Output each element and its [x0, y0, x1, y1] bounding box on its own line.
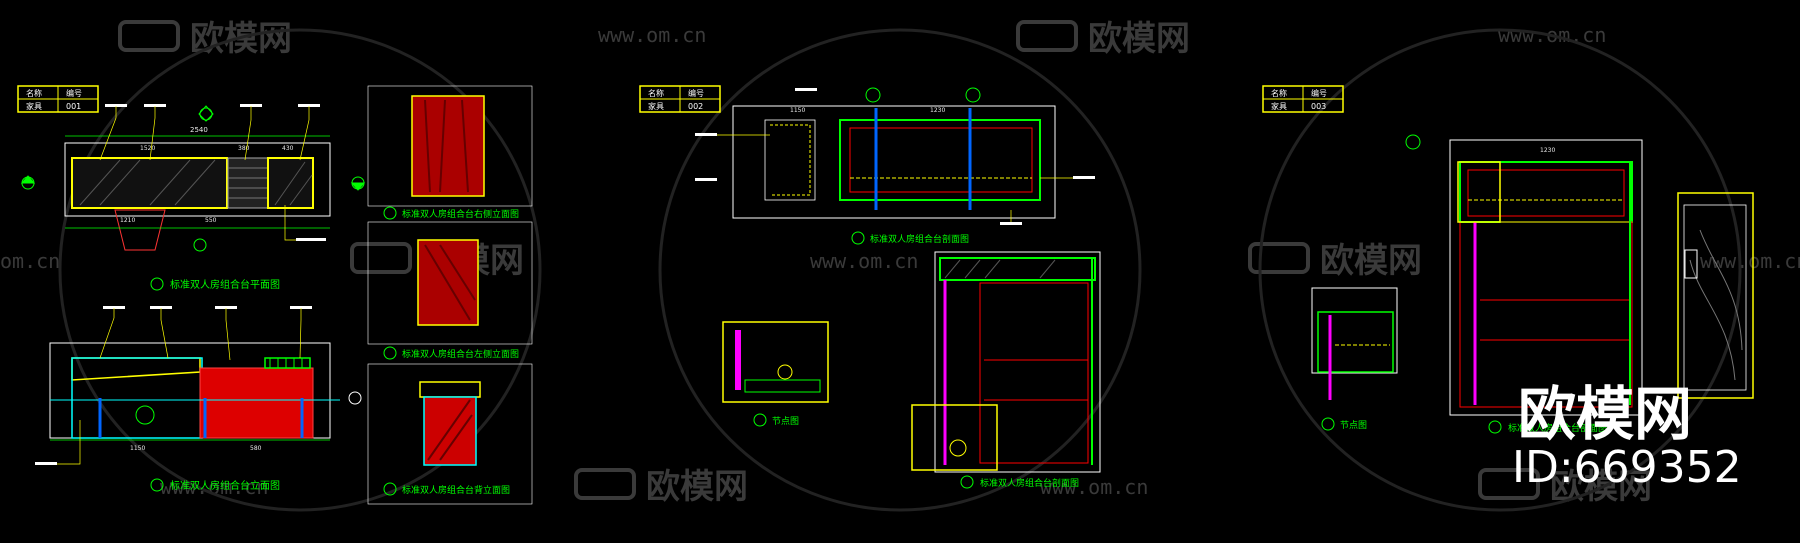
watermark-brand-1: 欧模网 [190, 19, 292, 59]
title-block-2-h1: 名称 [648, 88, 664, 98]
left-side-elevation: 标准双人房组合台左侧立面图 [367, 221, 533, 360]
watermark-logo-2: 欧模网 [1016, 19, 1190, 59]
sheet-3: 名称 编号 家具 003 1230 标准双人房组合台剖面图 [1262, 85, 1754, 434]
watermark-brand-5: 欧模网 [646, 467, 748, 507]
title-detail-2: 节点图 [1340, 420, 1367, 431]
dim-seg-4: 1210 [120, 217, 135, 224]
section-large-view: 标准双人房组合台剖面图 [911, 251, 1101, 489]
right-side-elevation: 标准双人房组合台右侧立面图 [367, 85, 533, 220]
title-block-2-v2: 002 [688, 102, 703, 111]
dim-sec-seg-1: 1150 [790, 107, 805, 114]
title-section-main: 标准双人房组合台剖面图 [870, 233, 969, 245]
watermark-url-6: www.om.cn [1040, 475, 1148, 499]
watermark-logo-4: 欧模网 [1248, 241, 1422, 281]
watermark-url-5: www.om.cn [1700, 249, 1800, 273]
title-plan: 标准双人房组合台平面图 [170, 278, 280, 291]
watermark-brand-2: 欧模网 [1088, 19, 1190, 59]
watermark-logo-5: 欧模网 [574, 467, 748, 507]
sheet3-side-elevation [1677, 192, 1754, 399]
watermark-url-1: www.om.cn [598, 23, 706, 47]
watermark-url-4: www.om.cn [810, 249, 918, 273]
dim-seg-2: 380 [238, 145, 250, 152]
dim-elev-seg-2: 580 [250, 445, 262, 452]
title-block-3-v1: 家具 [1271, 101, 1287, 111]
title-block-3-v2: 003 [1311, 102, 1326, 111]
dim-seg-5: 550 [205, 217, 217, 224]
title-block-1-h2: 编号 [66, 88, 82, 98]
watermark-layer: 欧模网 www.om.cn 欧模网 www.om.cn om.cn 欧模网 ww… [0, 19, 1800, 512]
title-left-side: 标准双人房组合台左侧立面图 [402, 348, 519, 360]
title-block-2-h2: 编号 [688, 88, 704, 98]
dim-seg-1: 1520 [140, 145, 155, 152]
sheet3-main-section: 1230 标准双人房组合台剖面图 [1405, 134, 1643, 434]
sheet3-detail-2: 节点图 [1311, 287, 1398, 431]
dim-elev-seg-1: 1150 [130, 445, 145, 452]
dim-sec3-seg: 1230 [1540, 147, 1555, 154]
title-block-3-h1: 名称 [1271, 88, 1287, 98]
watermark-brand-4: 欧模网 [1320, 241, 1422, 281]
title-block-3-h2: 编号 [1311, 88, 1327, 98]
sheet-1: 名称 编号 家具 001 [17, 85, 533, 505]
plan-view: 2540 1520 380 430 1210 550 [20, 104, 366, 291]
title-block-2-v1: 家具 [648, 101, 664, 111]
section-main-view: 1150 1230 标准双人房组合台剖面图 [695, 87, 1095, 245]
detail-view-1: 节点图 [722, 321, 829, 427]
front-elevation-view: 1150 580 标准双人房组合台立面图 [35, 306, 362, 492]
dim-seg-3: 430 [282, 145, 294, 152]
title-section-large: 标准双人房组合台剖面图 [980, 477, 1079, 489]
title-block-1-h1: 名称 [26, 88, 42, 98]
dim-total-width: 2540 [190, 126, 208, 134]
title-detail-1: 节点图 [772, 416, 799, 427]
brand-logo: 欧模网 ID:669352 [1512, 380, 1742, 493]
watermark-url-3: om.cn [0, 249, 60, 273]
dim-sec-seg-2: 1230 [930, 107, 945, 114]
title-block-1-v1: 家具 [26, 101, 42, 111]
brand-logo-text: 欧模网 [1518, 380, 1692, 448]
watermark-logo-1: 欧模网 [118, 19, 292, 59]
title-back: 标准双人房组合台背立面图 [402, 484, 510, 496]
title-block-2: 名称 编号 家具 002 [639, 85, 721, 113]
sheet-2: 名称 编号 家具 002 1150 1230 标准双人房组合台剖面图 [639, 85, 1101, 489]
title-elevation: 标准双人房组合台立面图 [170, 479, 280, 492]
title-right-side: 标准双人房组合台右侧立面图 [402, 208, 519, 220]
brand-id: ID:669352 [1512, 442, 1742, 493]
title-sheet3-main: 标准双人房组合台剖面图 [1508, 422, 1607, 434]
back-elevation: 标准双人房组合台背立面图 [367, 363, 533, 505]
title-block-1: 名称 编号 家具 001 [17, 85, 99, 113]
title-block-3: 名称 编号 家具 003 [1262, 85, 1344, 113]
title-block-1-v2: 001 [66, 102, 81, 111]
